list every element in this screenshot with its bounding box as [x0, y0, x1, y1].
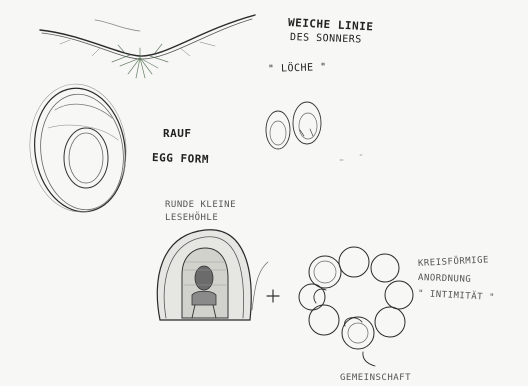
note-egg-form: EGG FORM — [152, 152, 209, 166]
note-circles-line2: ANORDNUNG — [418, 272, 472, 286]
note-line-quote: " LÖCHE " — [268, 62, 327, 76]
note-niche-line2: LESEHÖHLE — [165, 212, 218, 224]
note-bottom-label: GEMEINSCHAFT — [340, 372, 411, 384]
note-line-sub: DES SONNERS — [290, 32, 362, 46]
note-niche-line1: RUNDE KLEINE — [165, 199, 236, 211]
note-egg-rauf: RAUF — [163, 128, 192, 140]
